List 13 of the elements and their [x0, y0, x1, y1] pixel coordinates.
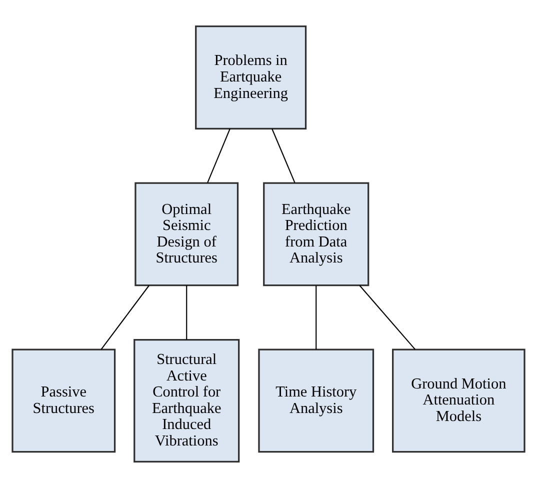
node-box: Passive Structures [12, 348, 116, 452]
node-box: Time History Analysis [258, 348, 374, 452]
connector [272, 128, 296, 182]
connector [186, 285, 188, 340]
node-box: Earthquake Prediction from Data Analysis [263, 182, 370, 286]
connector [316, 285, 317, 349]
node-box: Structural Active Control for Earthquake Induced Vibrations [134, 338, 240, 462]
node-box: Problems in Eartquake Engineering [195, 25, 307, 129]
node-box: Ground Motion Attenuation Models [392, 348, 526, 452]
connector [207, 128, 230, 182]
node-box: Optimal Seismic Design of Structures [134, 182, 239, 286]
connector [100, 284, 150, 350]
connector [359, 284, 416, 350]
